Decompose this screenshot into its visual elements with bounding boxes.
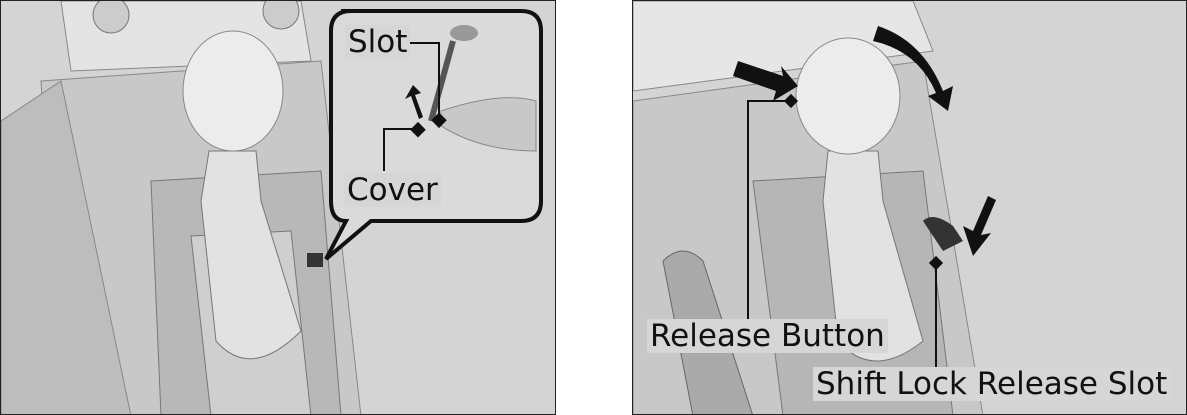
shift-lock-release-illustration: Release Button Shift Lock Release Slot (632, 0, 1187, 415)
shift-lock-release-slot-label: Shift Lock Release Slot (813, 367, 1171, 401)
cover-label: Cover (344, 173, 441, 207)
slot-label: Slot (345, 25, 411, 59)
cover-removal-illustration: Slot Cover (0, 0, 556, 415)
release-button-label: Release Button (647, 319, 888, 353)
shifter-console-drawing (633, 1, 1186, 414)
shifter-console-drawing (1, 1, 555, 414)
